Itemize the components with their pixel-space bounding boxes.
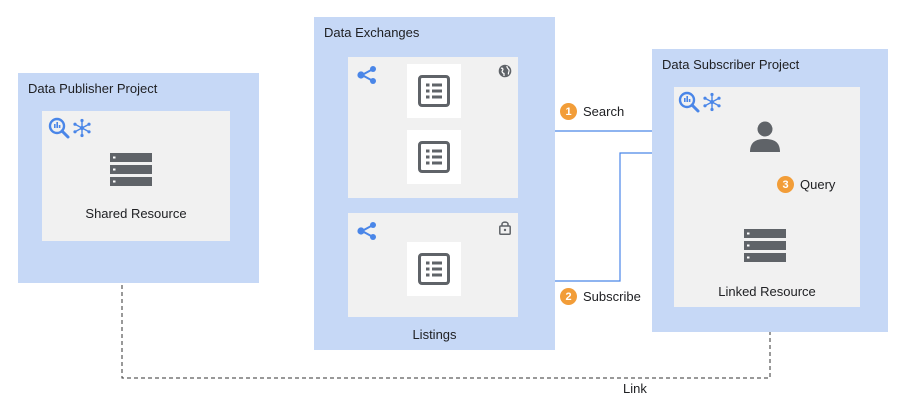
private-exchange-box <box>348 213 518 317</box>
analytics-hub-icon <box>703 92 721 112</box>
globe-icon <box>498 64 512 78</box>
list-icon <box>418 253 450 285</box>
subscriber-resource-box: Linked Resource <box>674 87 860 307</box>
subscriber-project: Data Subscriber Project <box>652 49 888 332</box>
list-icon <box>418 75 450 107</box>
listing-tile <box>407 64 461 118</box>
linked-resource-label: Linked Resource <box>718 284 816 299</box>
exchanges-project: Data Exchanges <box>314 17 555 350</box>
share-icon <box>357 222 376 240</box>
step-label: Search <box>583 104 625 119</box>
step-label: Query <box>800 177 836 192</box>
bigquery-icon <box>48 117 70 139</box>
listings-label: Listings <box>412 327 457 342</box>
step-label: Subscribe <box>583 289 641 304</box>
user-icon <box>750 121 780 152</box>
database-icon <box>110 153 152 186</box>
publisher-project-title: Data Publisher Project <box>28 81 158 96</box>
database-icon <box>744 229 786 262</box>
analytics-hub-icon <box>73 118 91 138</box>
lock-icon <box>499 221 511 235</box>
bigquery-icon <box>678 91 700 113</box>
step-subscribe: 2 Subscribe <box>560 288 641 305</box>
step-query: 3 Query <box>777 176 835 193</box>
share-icon <box>357 66 376 84</box>
step-number-badge: 3 <box>777 176 794 193</box>
step-number-badge: 2 <box>560 288 577 305</box>
shared-resource-label: Shared Resource <box>85 206 187 221</box>
publisher-resource-box: Shared Resource <box>42 111 230 241</box>
listing-tile <box>407 242 461 296</box>
subscriber-project-title: Data Subscriber Project <box>662 57 800 72</box>
step-search: 1 Search <box>560 103 624 120</box>
link-label: Link <box>623 381 647 396</box>
exchanges-title: Data Exchanges <box>324 25 420 40</box>
step-number-badge: 1 <box>560 103 577 120</box>
publisher-project: Data Publisher Project Sh <box>18 73 259 283</box>
list-icon <box>418 141 450 173</box>
listing-tile <box>407 130 461 184</box>
public-exchange-box <box>348 57 518 198</box>
link-line <box>121 243 771 379</box>
